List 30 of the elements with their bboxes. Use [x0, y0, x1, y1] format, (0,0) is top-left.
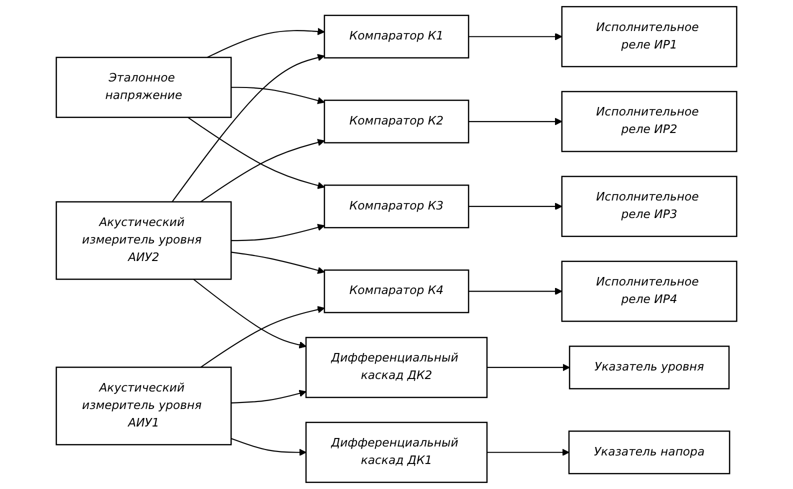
node-box: Эталонное напряжение: [56, 56, 232, 118]
arrow: [206, 28, 325, 58]
arrow: [230, 438, 306, 456]
arrow: [187, 116, 325, 190]
arrow: [468, 202, 562, 210]
node-box: Компаратор К2: [324, 100, 470, 144]
arrow: [172, 54, 325, 202]
arrow: [468, 32, 562, 40]
node-box: Исполнительное реле ИР2: [561, 90, 738, 152]
node-box: Акустический измеритель уровня АИУ2: [56, 201, 232, 280]
arrow: [200, 138, 325, 202]
node-box: Акустический измеритель уровня АИУ1: [56, 366, 232, 446]
arrow: [468, 288, 562, 295]
arrow: [486, 448, 570, 456]
arrow: [231, 86, 325, 104]
node-box: Исполнительное реле ИР1: [561, 6, 738, 68]
node-box: Указатель уровня: [568, 346, 730, 390]
node-box: Компаратор К3: [324, 184, 470, 228]
node-box: Компаратор К1: [324, 14, 470, 58]
arrow: [468, 118, 562, 126]
arrow: [486, 364, 570, 372]
arrow: [231, 224, 325, 242]
node-box: Исполнительное реле ИР3: [561, 176, 738, 237]
arrow: [200, 306, 325, 368]
node-box: Компаратор К4: [324, 269, 470, 314]
arrow: [231, 390, 306, 404]
node-box: Исполнительное реле ИР4: [561, 260, 738, 322]
node-box: Указатель напора: [568, 430, 730, 474]
arrow: [231, 252, 325, 274]
arrow: [193, 278, 306, 348]
